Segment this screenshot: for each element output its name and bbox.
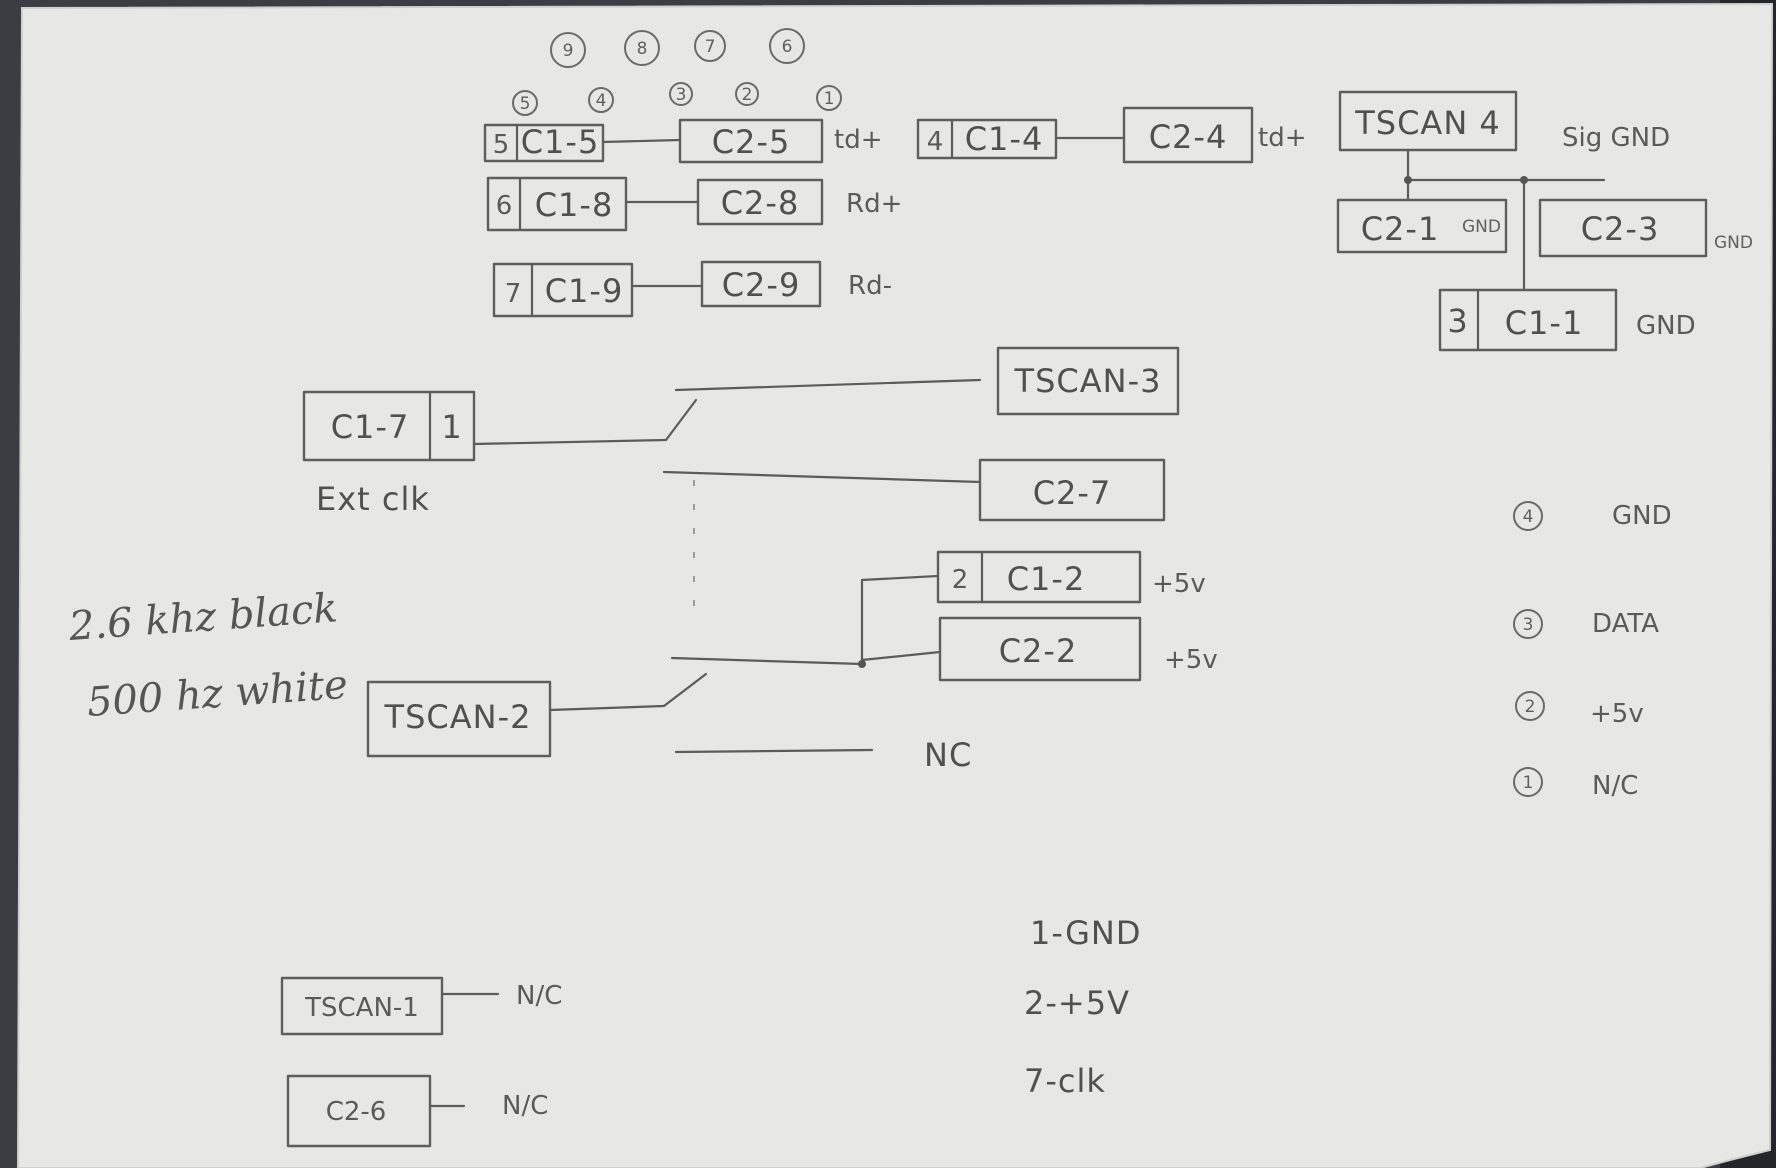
- legend-num: 1: [1523, 773, 1534, 793]
- tscan-1-nc: TSCAN-1 N/C: [280, 976, 562, 1036]
- mid-circled-numbers: 5 4 3 2 1: [512, 82, 842, 116]
- row-c1-8: 6 C1-8 C2-8 Rd+: [486, 176, 902, 232]
- tscan-3-label: TSCAN-3: [1014, 362, 1162, 400]
- circled-6: 6: [782, 37, 793, 57]
- sig-gnd-label: Sig GND: [1562, 123, 1670, 153]
- tscan-1-label: TSCAN-1: [304, 993, 419, 1023]
- td-plus-signal: td+: [834, 125, 882, 155]
- c1-1-label: C1-1: [1505, 304, 1584, 342]
- clock-switch: C1-7 1 Ext clk TSCAN-3 C2-7: [302, 346, 1180, 620]
- pin-legend: 4 GND 3 DATA 2 +5v 1 N/C: [1513, 501, 1672, 801]
- legend-gnd: GND: [1612, 501, 1672, 531]
- plus-5v-signal: +5v: [1152, 569, 1206, 599]
- top-circled-numbers: 9 8 7 6: [550, 28, 805, 68]
- pin-label: 6: [496, 191, 513, 221]
- c2-4-label: C2-4: [1149, 118, 1228, 156]
- c1-4-label: C1-4: [965, 120, 1044, 158]
- ext-clk-caption: Ext clk: [316, 480, 430, 518]
- circled-3: 3: [676, 85, 687, 105]
- pin-list-2-5v: 2-+5V: [1024, 984, 1130, 1022]
- pin-label: 1: [441, 408, 462, 446]
- c1-8-label: C1-8: [535, 186, 614, 224]
- circled-9: 9: [563, 41, 574, 61]
- gnd-suffix: GND: [1462, 217, 1501, 237]
- c1-2-label: C1-2: [1007, 560, 1086, 598]
- pin-list: 1-GND 2-+5V 7-clk: [1024, 914, 1141, 1100]
- c2-2-label: C2-2: [999, 632, 1078, 670]
- circled-5: 5: [520, 94, 531, 114]
- tscan-2-label: TSCAN-2: [384, 698, 532, 736]
- gnd-suffix: GND: [1714, 233, 1753, 253]
- paper: [18, 4, 1772, 1168]
- rd-plus-signal: Rd+: [846, 189, 902, 219]
- circled-8: 8: [637, 39, 648, 59]
- c2-8-label: C2-8: [721, 184, 800, 222]
- junction-dot: [1520, 176, 1528, 184]
- c2-6-nc: C2-6 N/C: [286, 1074, 548, 1148]
- row-c1-4: 4 C1-4 C2-4 td+ TSCAN 4 Sig GND: [916, 90, 1670, 164]
- c1-9-label: C1-9: [545, 272, 624, 310]
- pin-list-1-gnd: 1-GND: [1030, 914, 1141, 952]
- pin-label: 5: [493, 130, 510, 160]
- c2-1-label: C2-1: [1361, 210, 1440, 248]
- gnd-suffix: GND: [1636, 311, 1696, 341]
- ground-bus: C2-1 GND C2-3 GND 3 C1-1 GND: [1336, 148, 1753, 352]
- c2-3-label: C2-3: [1581, 210, 1660, 248]
- td-plus-signal-2: td+: [1258, 123, 1306, 153]
- plus-5v-signal-2: +5v: [1164, 645, 1218, 675]
- circled-1: 1: [824, 89, 835, 109]
- rd-minus-signal: Rd-: [848, 271, 892, 301]
- nc-label: NC: [924, 736, 972, 774]
- c2-6-label: C2-6: [326, 1097, 387, 1127]
- nc-label: N/C: [516, 981, 562, 1011]
- pin-label: 4: [927, 127, 944, 157]
- tscan-2-switch: TSCAN-2 NC: [366, 672, 972, 774]
- pin-label: 7: [505, 279, 522, 309]
- junction-dot: [858, 660, 866, 668]
- legend-nc: N/C: [1592, 771, 1638, 801]
- c1-5-label: C1-5: [521, 123, 600, 161]
- pin-label: 3: [1447, 302, 1468, 340]
- legend-num: 3: [1523, 615, 1534, 635]
- tscan-4-label: TSCAN 4: [1354, 104, 1501, 142]
- c1-7-label: C1-7: [331, 408, 410, 446]
- power-section: 2 C1-2 +5v C2-2 +5v: [670, 550, 1218, 682]
- legend-num: 2: [1525, 697, 1536, 717]
- legend-num: 4: [1523, 507, 1534, 527]
- legend-data: DATA: [1592, 609, 1659, 639]
- circled-7: 7: [705, 37, 716, 57]
- c2-7-label: C2-7: [1033, 474, 1112, 512]
- paper-edge: [16, 2, 1774, 1168]
- circled-2: 2: [742, 85, 753, 105]
- c2-5-label: C2-5: [712, 123, 791, 161]
- c2-9-label: C2-9: [722, 266, 801, 304]
- pin-label: 2: [952, 565, 969, 595]
- row-c1-5: 5 C1-5 C2-5 td+: [483, 118, 882, 164]
- junction-dot: [1404, 176, 1412, 184]
- row-c1-9: 7 C1-9 C2-9 Rd-: [492, 260, 892, 318]
- circled-4: 4: [596, 91, 607, 111]
- legend-5v: +5v: [1590, 699, 1644, 729]
- pin-list-7-clk: 7-clk: [1024, 1062, 1106, 1100]
- nc-label: N/C: [502, 1091, 548, 1121]
